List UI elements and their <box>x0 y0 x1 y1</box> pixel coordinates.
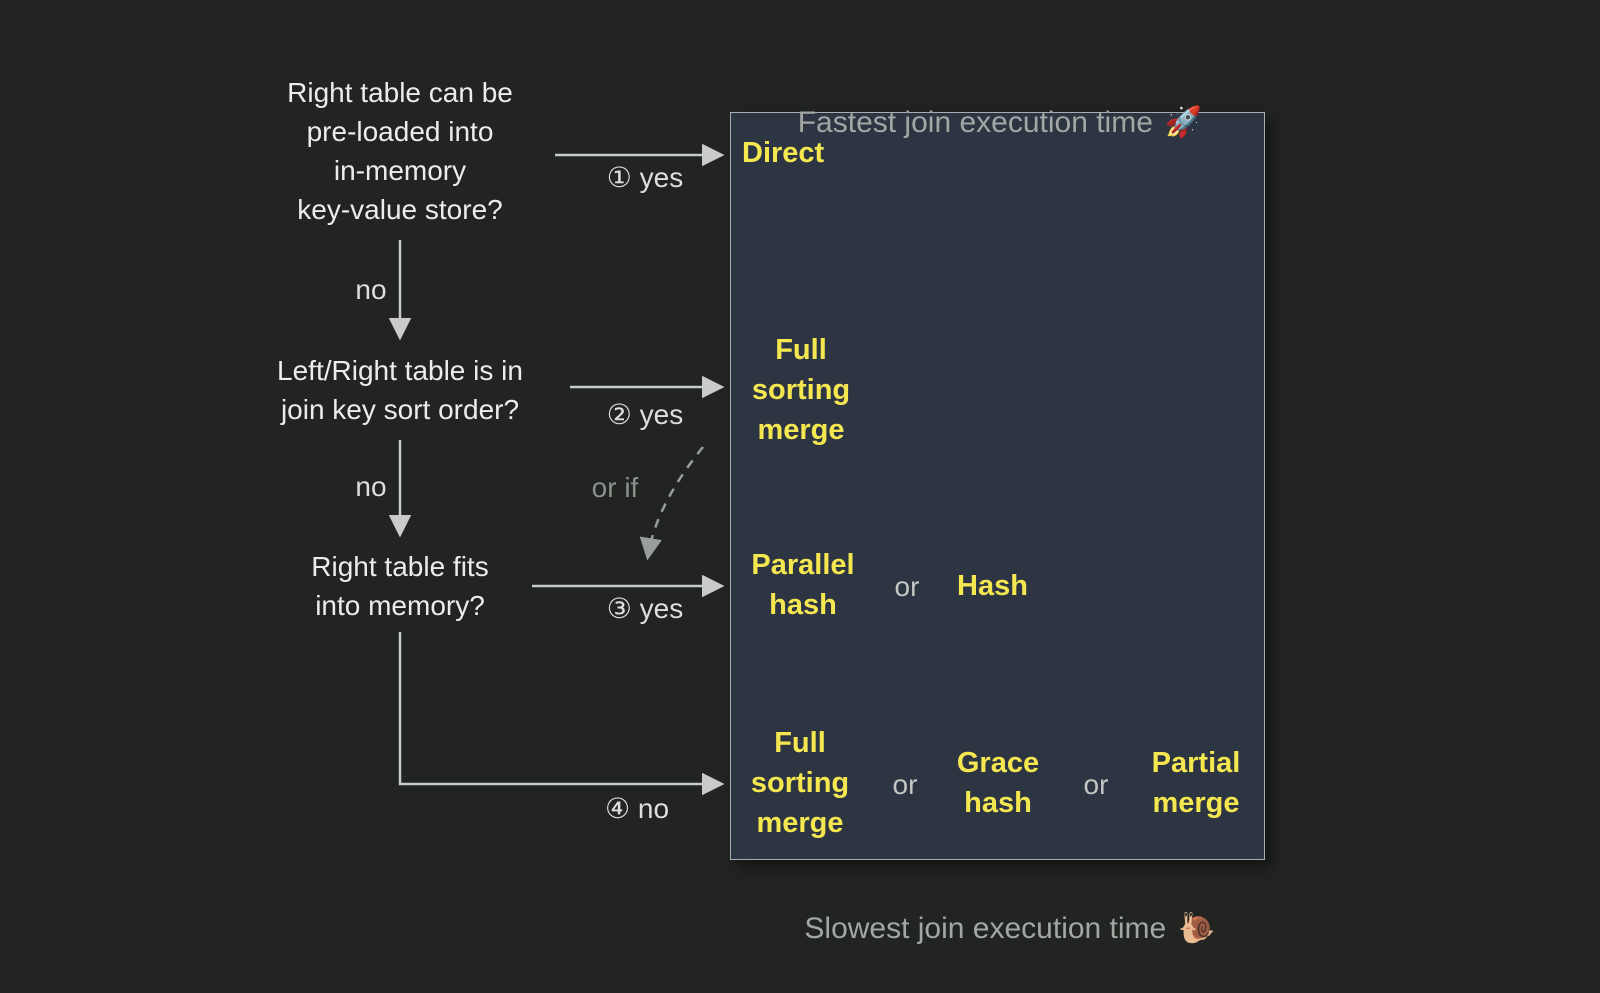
label-yes-2: ② yes <box>606 399 684 430</box>
label-no-4: ④ no <box>604 793 670 824</box>
or-separator-1: or <box>894 571 920 602</box>
arrow-no-4 <box>398 632 725 796</box>
algo-grace-hash: Grace hash <box>956 747 1040 819</box>
rocket-icon: 🚀 <box>1164 106 1203 139</box>
caption-fastest-text: Fastest join execution time <box>797 106 1153 139</box>
algo-direct: Direct <box>742 137 825 169</box>
algo-full-sorting-merge-bottom: Full sorting merge <box>750 727 850 839</box>
question-fits-memory: Right table fits into memory? <box>311 551 489 621</box>
algo-hash: Hash <box>957 570 1028 602</box>
algo-full-sorting-merge-top: Full sorting merge <box>751 334 851 446</box>
label-no-2: no <box>355 471 387 502</box>
caption-slowest-text: Slowest join execution time <box>804 912 1167 945</box>
caption-slowest: Slowest join execution time 🐌 <box>720 869 1300 949</box>
label-no-1: no <box>355 274 387 305</box>
label-yes-3: ③ yes <box>606 593 684 624</box>
label-or-if: or if <box>591 472 639 503</box>
question-sort-order: Left/Right table is in join key sort ord… <box>277 355 523 425</box>
caption-fastest: Fastest join execution time 🚀 <box>720 63 1280 143</box>
or-separator-2: or <box>892 769 918 800</box>
question-preload-kv-store: Right table can be pre-loaded into in-me… <box>287 77 513 225</box>
algo-partial-merge: Partial merge <box>1151 747 1241 819</box>
or-separator-3: or <box>1083 769 1109 800</box>
results-panel <box>730 112 1265 860</box>
label-yes-1: ① yes <box>606 162 684 193</box>
algo-parallel-hash: Parallel hash <box>751 549 855 621</box>
snail-icon: 🐌 <box>1178 912 1216 945</box>
